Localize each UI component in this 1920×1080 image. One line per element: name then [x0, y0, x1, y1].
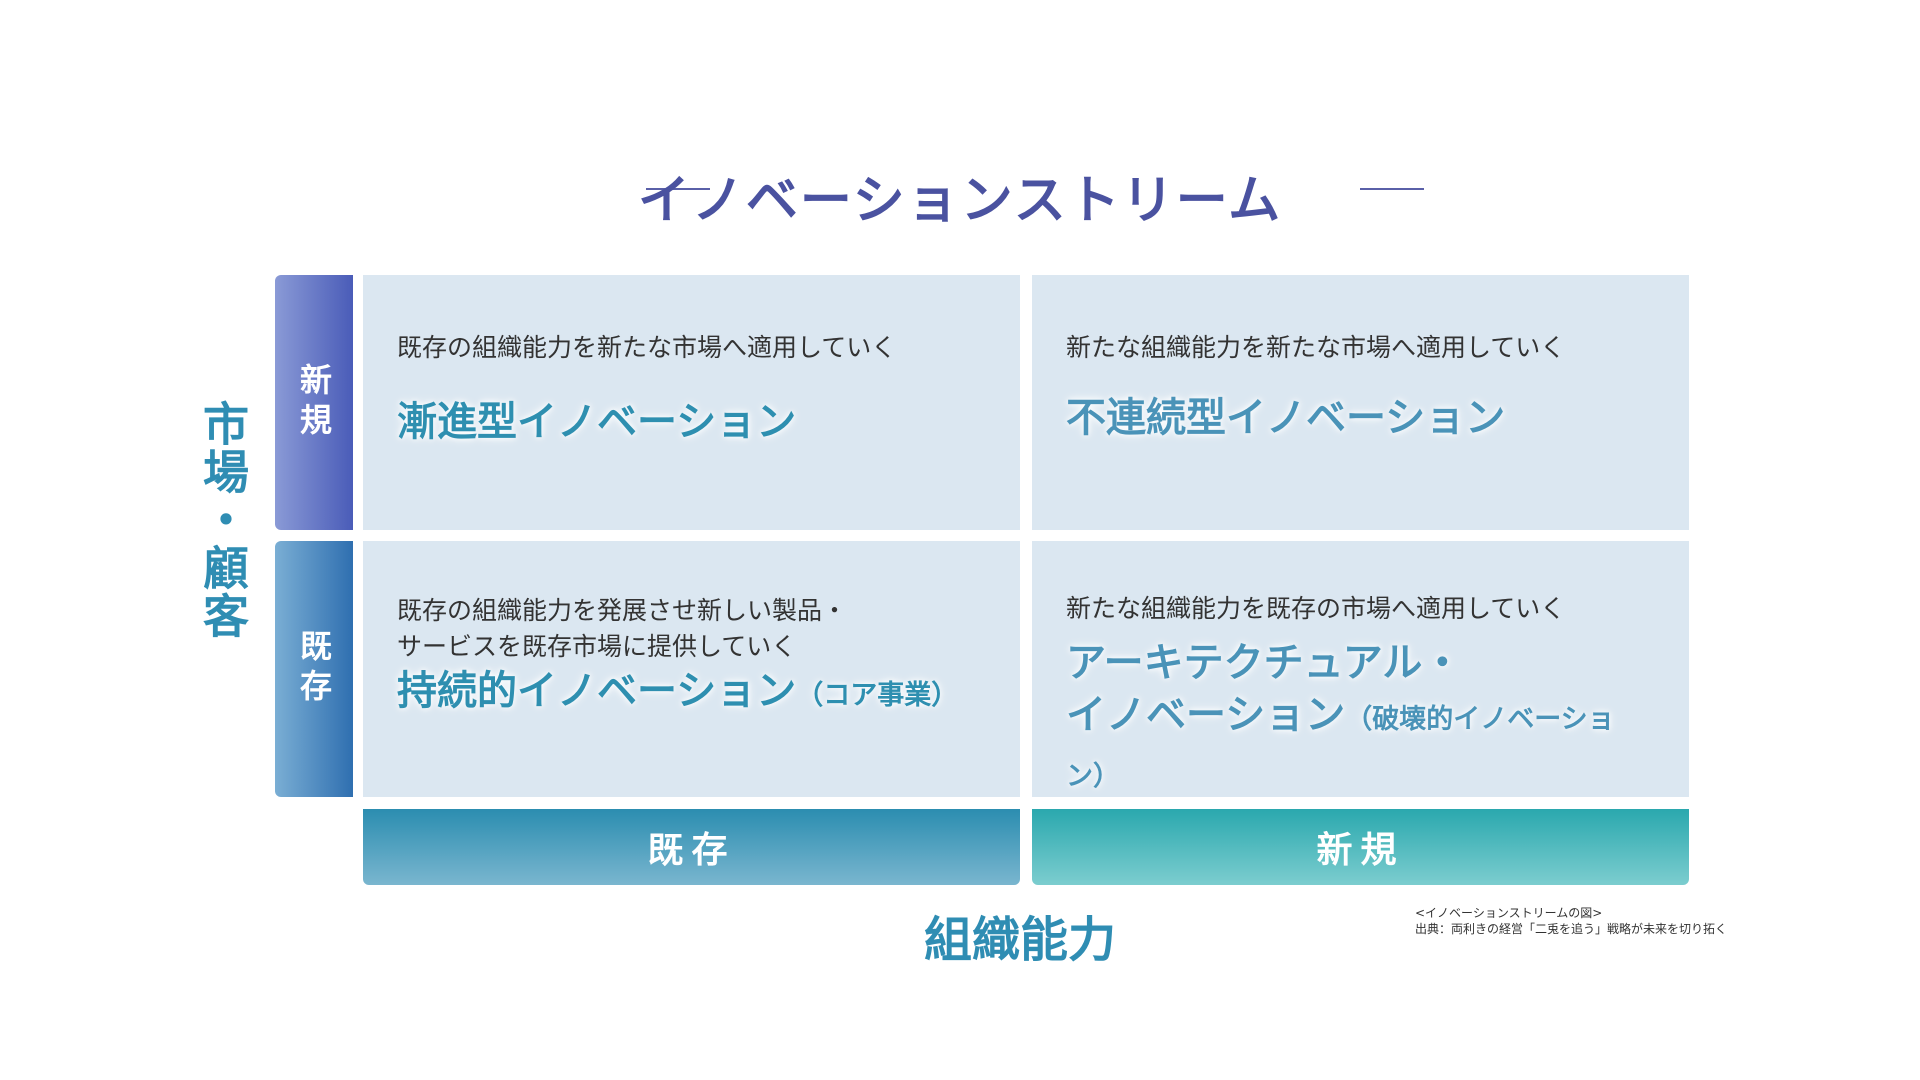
cell-description-2: サービスを既存市場に提供していく: [397, 632, 797, 661]
cell-title: 不連続型イノベーション: [1066, 395, 1506, 441]
cell-description: 既存の組織能力を新たな市場へ適用していく: [397, 333, 897, 362]
cell-title-2: イノベーション: [1066, 692, 1346, 738]
cell-discontinuous: 新たな組織能力を新たな市場へ適用していく 不連続型イノベーション: [1032, 275, 1689, 530]
cell-description: 既存の組織能力を発展させ新しい製品・: [397, 596, 848, 625]
title-line-left: [646, 188, 710, 190]
cell-sustaining: 既存の組織能力を発展させ新しい製品・ サービスを既存市場に提供していく 持続的イ…: [363, 541, 1020, 797]
cell-title: 漸進型イノベーション: [397, 399, 797, 445]
cell-description: 新たな組織能力を新たな市場へ適用していく: [1066, 333, 1566, 362]
page-title: イノベーションストリーム: [637, 171, 1283, 231]
row-label-new: 新規: [275, 275, 353, 530]
cell-subtitle: （破壊的イノベーション）: [1066, 704, 1615, 792]
row-label-existing: 既存: [275, 541, 353, 797]
caption-title: <イノベーションストリームの図>: [1415, 906, 1603, 920]
x-axis-label: 組織能力: [923, 912, 1116, 968]
cell-title: アーキテクチュアル・: [1066, 640, 1463, 686]
col-label-existing: 既存: [363, 809, 1020, 885]
title-line-right: [1360, 188, 1424, 190]
cell-incremental: 既存の組織能力を新たな市場へ適用していく 漸進型イノベーション: [363, 275, 1020, 530]
cell-architectural: 新たな組織能力を既存の市場へ適用していく アーキテクチュアル・ イノベーション（…: [1032, 541, 1689, 797]
cell-title: 持続的イノベーション: [397, 668, 797, 714]
y-axis-label: 市場・顧客: [196, 400, 250, 640]
caption-source: 出典：両利きの経営「二兎を追う」戦略が未来を切り拓く: [1415, 922, 1728, 936]
cell-description: 新たな組織能力を既存の市場へ適用していく: [1066, 594, 1566, 623]
caption: <イノベーションストリームの図> 出典：両利きの経営「二兎を追う」戦略が未来を切…: [1415, 905, 1727, 937]
col-label-new: 新規: [1032, 809, 1689, 885]
cell-subtitle: （コア事業）: [796, 680, 959, 711]
